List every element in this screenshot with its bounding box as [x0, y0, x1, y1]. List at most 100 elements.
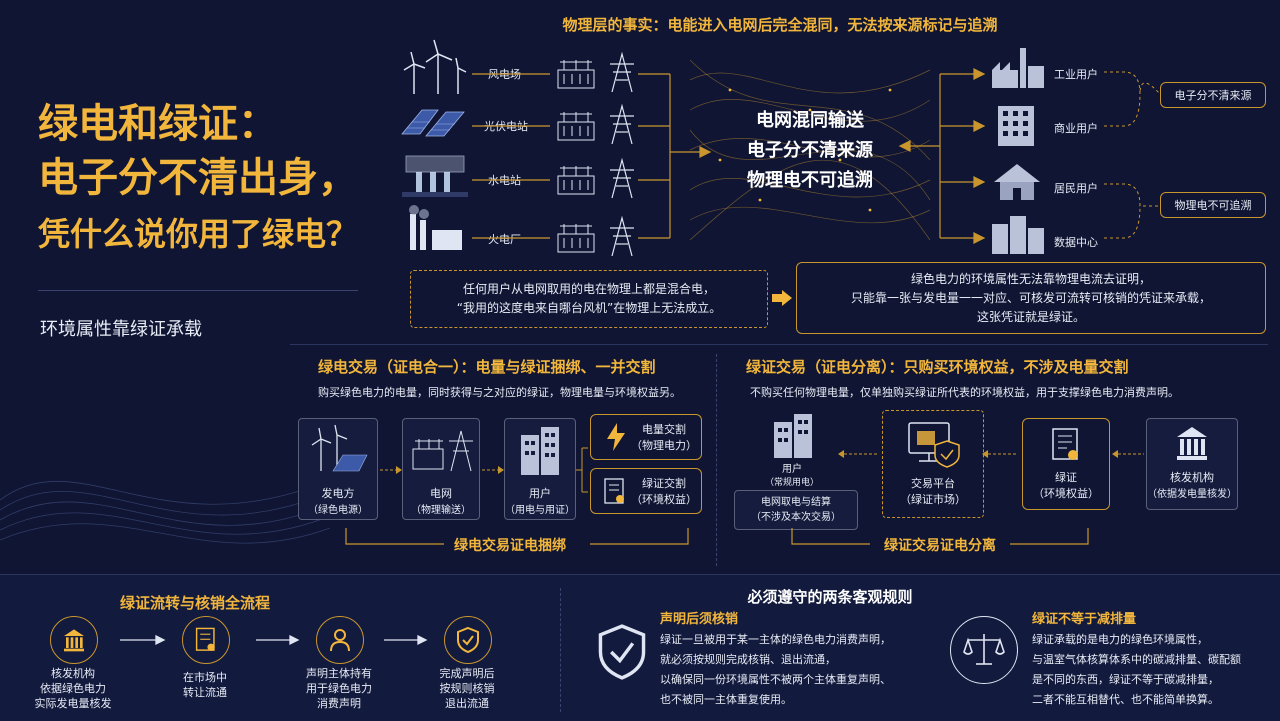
flow-step3-line2: 用于绿色电力 — [306, 682, 372, 695]
bundle-desc: 购买绿色电力的电量，同时获得与之对应的绿证，物理电量与环境权益另。 — [318, 386, 681, 399]
substation-icon — [557, 112, 595, 141]
section-divider-top — [290, 344, 1268, 345]
hero-title-line1: 绿电和绿证： — [38, 101, 278, 147]
person-icon — [330, 629, 350, 652]
pylon-icon — [610, 157, 634, 199]
unbundle-arrows — [838, 450, 1144, 458]
rule2-body: 绿证承载的是电力的绿色环境属性， 与温室气体核算体系中的碳减排量、碳配额 是不同… — [1032, 630, 1276, 710]
user-label-industrial: 工业用户 — [1054, 68, 1098, 81]
user-label-datacenter: 数据中心 — [1054, 236, 1098, 249]
hero-title: 绿电和绿证： 电子分不清出身， 凭什么说你用了绿电？ — [38, 98, 398, 262]
certificate-icon — [1052, 428, 1078, 460]
substation-icon — [557, 60, 595, 89]
grid-line3: 物理电不可追溯 — [747, 170, 873, 191]
rule2-line4: 二者不能互相替代、也不能简单换算。 — [1032, 693, 1219, 706]
rule2-title: 绿证不等于减排量 — [1032, 612, 1137, 627]
flow-step1-line1: 核发机构 — [51, 667, 95, 680]
flow-step-retire-icon — [444, 616, 492, 664]
note-left-line2: “我用的这度电来自哪台风机”在物理上无法成立。 — [456, 301, 722, 315]
thermal-plant-icon — [409, 205, 462, 250]
pylon-icon — [610, 103, 634, 145]
factory-icon — [992, 48, 1044, 88]
pylon-icon — [610, 51, 634, 93]
flow-step-declare-text: 声明主体持有 用于绿色电力 消费声明 — [280, 666, 398, 711]
rule1-line4: 也不被同一主体重复使用。 — [660, 693, 792, 706]
flow-step4-line2: 按规则核销 — [439, 682, 495, 695]
unbundle-platform-name: 交易平台 — [911, 477, 955, 490]
note-mixed-electricity: 任何用户从电网取用的电在物理上都是混合电， “我用的这度电来自哪台风机”在物理上… — [410, 270, 768, 328]
tag-not-traceable: 物理电不可追溯 — [1160, 192, 1266, 218]
source-to-grid-connectors — [472, 73, 712, 239]
deliver-cert-sub: （环境权益） — [631, 493, 697, 506]
house-icon — [994, 164, 1040, 200]
office-icon — [521, 427, 559, 475]
deliver-power-box: 电量交割 （物理电力） — [590, 414, 702, 460]
bundle-footer: 绿电交易证电捆绑 — [454, 538, 566, 554]
rules-title: 必须遵守的两条客观规则 — [747, 588, 913, 606]
pylon-icon — [610, 215, 634, 257]
unbundle-cert-node: 绿证 （环境权益） — [1022, 418, 1110, 510]
unbundle-desc: 不购买任何物理电量，仅单独购买绿证所代表的环境权益，用于支撑绿色电力消费声明。 — [750, 386, 1179, 399]
hero-subtitle: 环境属性靠绿证承载 — [40, 319, 202, 340]
shield-check-icon — [457, 626, 479, 654]
wind-turbine-icon — [403, 39, 467, 94]
physical-title: 物理层的事实：电能进入电网后完全混同，无法按来源标记与追溯 — [562, 16, 998, 34]
grid-to-users-connectors — [898, 68, 986, 244]
flow-step2-line1: 在市场中 — [183, 671, 227, 684]
unbundle-user-note-line1: 电网取电与结算 — [761, 497, 831, 508]
flow-step-retire-text: 完成声明后 按规则核销 退出流通 — [410, 666, 524, 711]
substation-pylon-icon — [412, 430, 473, 472]
flow-arrows — [120, 634, 428, 646]
unbundle-issuer-sub: （依据发电量核发） — [1147, 489, 1237, 500]
deliver-cert-box: 绿证交割 （环境权益） — [590, 468, 702, 514]
bundle-arrows — [380, 447, 588, 493]
hero-divider — [38, 290, 358, 291]
rule1-line3: 以确保同一份环境属性不被两个主体重复声明、 — [660, 673, 891, 686]
unbundle-user-sub: （常规用电） — [764, 478, 819, 488]
solar-panel-icon — [401, 109, 465, 137]
deliver-cert-name: 绿证交割 — [642, 477, 686, 490]
user-label-commercial: 商业用户 — [1054, 122, 1098, 135]
hydro-dam-icon — [402, 155, 468, 197]
certificate-icon — [195, 627, 215, 651]
rule1-line2: 就必须按规则完成核销、退出流通， — [660, 653, 836, 666]
rule2-line1: 绿证承载的是电力的绿色环境属性， — [1032, 633, 1208, 646]
rule1-body: 绿证一旦被用于某一主体的绿色电力消费声明， 就必须按规则完成核销、退出流通， 以… — [660, 630, 940, 710]
bundle-node-generator-sub: （绿色电源） — [308, 505, 368, 516]
unbundle-title: 绿证交易（证电分离）：只购买环境权益，不涉及电量交割 — [746, 358, 1129, 376]
monitor-shield-icon — [908, 422, 960, 468]
background-wave-decoration — [0, 479, 331, 544]
rule2-line2: 与温室气体核算体系中的碳减排量、碳配额 — [1032, 653, 1241, 666]
office-icon — [774, 414, 812, 458]
flow-step2-line2: 转让流通 — [183, 686, 227, 699]
grid-mesh-decoration — [689, 59, 931, 241]
flow-step-trade-icon — [182, 616, 230, 664]
rule1-title: 声明后须核销 — [660, 612, 739, 627]
tag-brackets — [1104, 71, 1161, 239]
rule2-icon-ring — [950, 616, 1018, 684]
hero-title-line2: 电子分不清出身， — [38, 155, 358, 201]
tag-no-source-text: 电子分不清来源 — [1174, 89, 1252, 102]
wind-solar-icon — [311, 424, 368, 472]
shield-check-icon — [598, 624, 646, 680]
flow-step-issue-icon — [50, 616, 98, 664]
bank-icon — [64, 629, 84, 652]
bundle-node-user-sub: （用电与用证） — [505, 505, 575, 516]
bundle-node-generator-name: 发电方 — [321, 487, 355, 500]
rule2-line3: 是不同的东西，绿证不等于碳减排量， — [1032, 673, 1219, 686]
office-icon — [998, 106, 1034, 146]
flow-step3-line1: 声明主体持有 — [306, 667, 372, 680]
user-label-residential: 居民用户 — [1054, 182, 1098, 195]
unbundle-user-note-line2: （不涉及本次交易） — [751, 512, 841, 523]
note-green-attribute: 绿色电力的环境属性无法靠物理电流去证明， 只能靠一张与发电量一一对应、可核发可流… — [796, 262, 1266, 334]
datacenter-icon — [992, 216, 1044, 254]
unbundle-user-node: 用户 （常规用电） — [754, 414, 830, 488]
source-label-thermal: 火电厂 — [488, 233, 521, 246]
unbundle-user-name: 用户 — [782, 464, 802, 475]
unbundle-cert-sub: （环境权益） — [1033, 487, 1099, 500]
tag-not-traceable-text: 物理电不可追溯 — [1174, 199, 1252, 212]
bottom-divider — [560, 588, 561, 712]
grid-line1: 电网混同输送 — [756, 110, 864, 131]
unbundle-platform-sub: （绿证市场） — [900, 493, 966, 506]
bundle-node-generator: 发电方 （绿色电源） — [298, 418, 378, 520]
